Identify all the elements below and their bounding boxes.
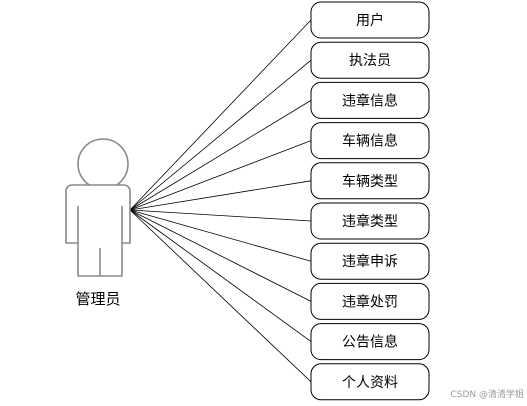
watermark: CSDN @清清学姐 xyxy=(450,388,524,400)
actor-label: 管理员 xyxy=(75,290,120,308)
association-lines xyxy=(129,19,312,383)
association-line xyxy=(129,209,312,262)
association-line xyxy=(129,180,312,211)
association-line xyxy=(129,19,312,211)
use-case-box: 违章信息 xyxy=(310,81,430,119)
use-case-label: 执法员 xyxy=(349,53,391,69)
use-case-label: 车辆类型 xyxy=(342,173,398,190)
association-line xyxy=(129,209,312,383)
association-line xyxy=(129,209,312,342)
association-line xyxy=(129,100,312,211)
use-case-label: 个人资料 xyxy=(342,375,398,391)
use-case-list: 用户 执法员 违章信息 车辆信息 车辆类型 违章类型 违章申诉 违章处罚 xyxy=(310,1,430,401)
use-case-label: 公告信息 xyxy=(342,334,398,351)
use-case-label: 违章申诉 xyxy=(342,253,398,270)
use-case-box: 车辆信息 xyxy=(310,122,430,160)
association-line xyxy=(129,209,312,222)
use-case-box: 违章类型 xyxy=(310,202,430,240)
use-case-box: 违章申诉 xyxy=(310,242,430,280)
use-case-box: 执法员 xyxy=(310,41,430,79)
use-case-box: 个人资料 xyxy=(310,363,430,401)
use-case-box: 公告信息 xyxy=(310,323,430,361)
association-line xyxy=(129,59,312,211)
use-case-label: 车辆信息 xyxy=(342,133,398,150)
use-case-label: 违章信息 xyxy=(342,92,398,109)
actor-head-icon xyxy=(77,138,129,190)
association-line xyxy=(129,140,312,211)
association-line xyxy=(129,209,312,302)
actor-body-icon xyxy=(65,184,131,277)
use-case-box: 车辆类型 xyxy=(310,162,430,200)
actor-figure: 管理员 xyxy=(65,138,131,308)
use-case-box: 用户 xyxy=(310,1,430,39)
use-case-label: 违章类型 xyxy=(342,213,398,230)
use-case-box: 违章处罚 xyxy=(310,282,430,320)
use-case-label: 违章处罚 xyxy=(342,293,398,310)
use-case-label: 用户 xyxy=(356,12,384,29)
